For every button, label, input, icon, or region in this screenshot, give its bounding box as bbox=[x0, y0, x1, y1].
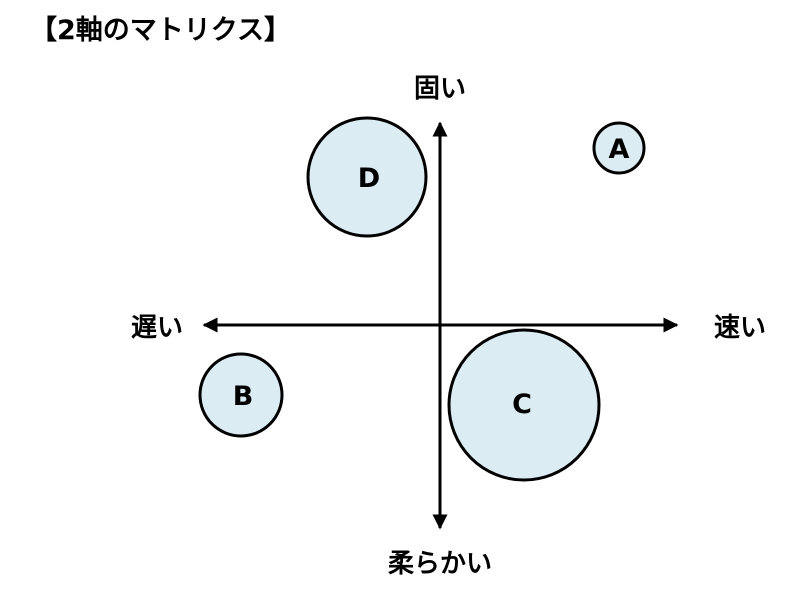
node-c: C bbox=[447, 328, 601, 482]
node-d-label: D bbox=[358, 163, 380, 194]
axis-label-left: 遅い bbox=[131, 313, 183, 343]
node-a: A bbox=[592, 121, 646, 175]
axis-label-right: 速い bbox=[714, 313, 766, 343]
node-d: D bbox=[306, 116, 428, 238]
diagram-title: 【2軸のマトリクス】 bbox=[30, 15, 291, 46]
axis-label-bottom: 柔らかい bbox=[388, 549, 492, 579]
node-c-label: C bbox=[512, 389, 532, 420]
node-a-label: A bbox=[609, 134, 630, 165]
node-b-label: B bbox=[233, 381, 254, 412]
axis-label-top: 固い bbox=[414, 74, 466, 104]
node-b: B bbox=[198, 352, 284, 438]
